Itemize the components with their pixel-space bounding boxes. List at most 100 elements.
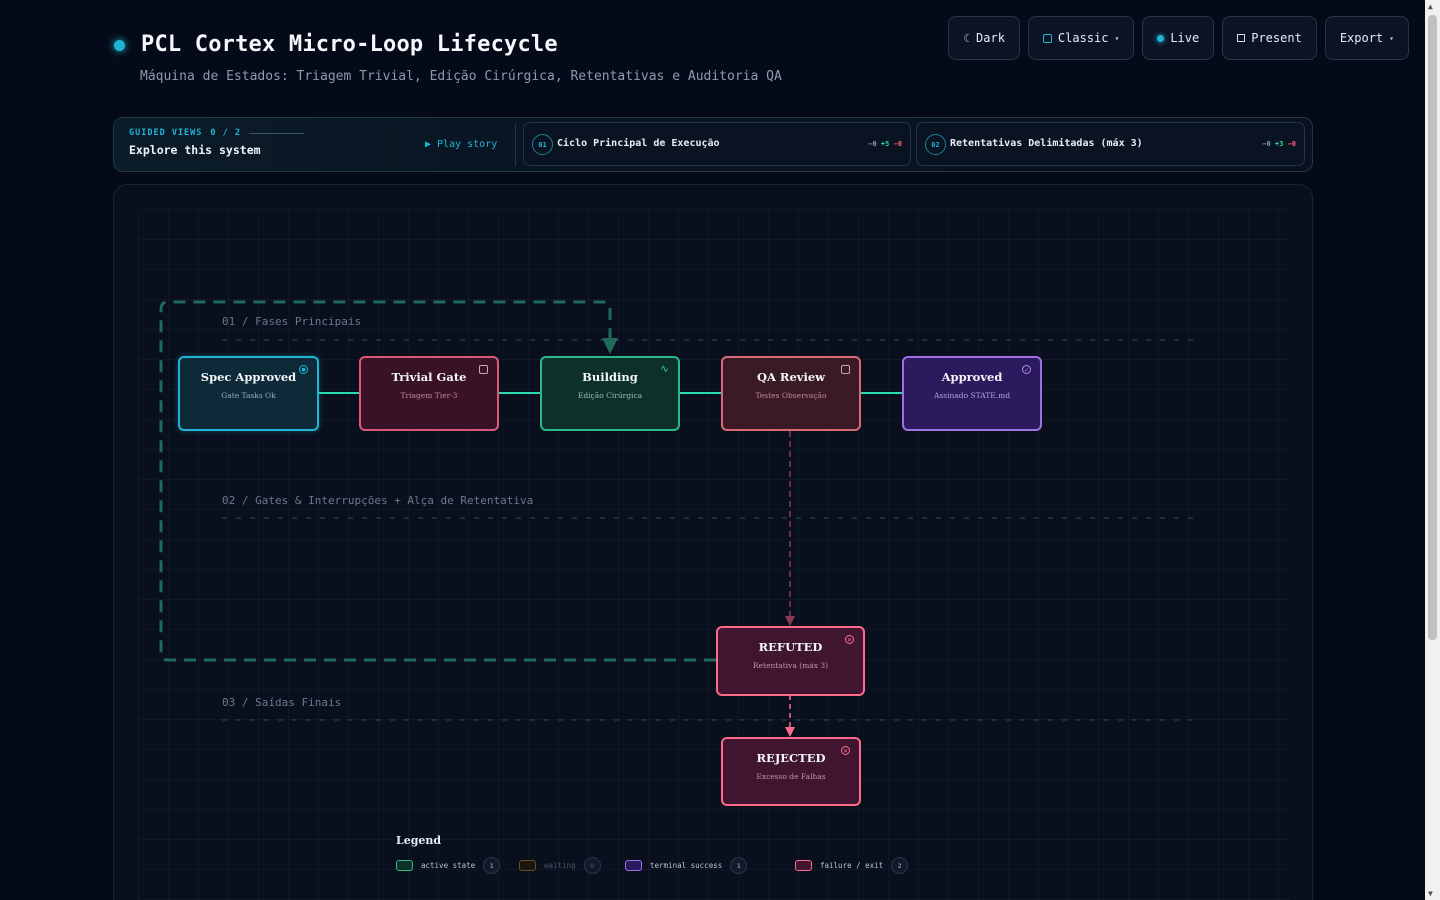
legend-label: failure / exit (820, 861, 884, 870)
export-button[interactable]: Export ▾ (1324, 16, 1409, 60)
node-title: REFUTED (758, 640, 823, 654)
legend-label: terminal success (650, 861, 723, 870)
retry-loop-edge (159, 300, 716, 662)
node-title: Trivial Gate (391, 370, 467, 384)
divider (515, 124, 516, 166)
guided-views-bar: GUIDED VIEWS 0 / 2 Explore this system ▶… (113, 117, 1313, 172)
page-title: PCL Cortex Micro-Loop Lifecycle (141, 32, 558, 57)
square-icon (841, 365, 850, 374)
story-title: Ciclo Principal de Execução (557, 138, 720, 149)
guided-intro: GUIDED VIEWS 0 / 2 Explore this system (129, 128, 519, 157)
header-status-dot (114, 40, 125, 51)
lane-label: 03 / Saídas Finais (222, 696, 342, 709)
legend-item-waiting[interactable]: waiting 0 (519, 857, 601, 874)
legend-swatch (625, 860, 642, 871)
story-number: 02 (925, 134, 946, 155)
guided-explore-label: Explore this system (129, 143, 261, 157)
legend-count: 1 (730, 857, 748, 874)
scroll-down-icon[interactable]: ▼ (1428, 889, 1433, 898)
node-building[interactable]: ∿ Building Edição Cirúrgica (540, 356, 680, 431)
node-subtitle: Retentativa (máx 3) (752, 661, 829, 670)
story-card-01[interactable]: 01 Ciclo Principal de Execução −0 +5 −0 (523, 122, 911, 166)
node-title: Approved (941, 370, 1003, 384)
delta-added: +5 (880, 140, 890, 148)
theme-select-button[interactable]: Classic ▾ (1027, 16, 1135, 60)
present-button[interactable]: Present (1222, 16, 1317, 60)
live-indicator-icon (1157, 34, 1165, 42)
present-icon (1237, 34, 1246, 42)
node-subtitle: Gate Tasks Ok (221, 391, 276, 400)
scrollbar[interactable]: ▲ ▼ (1425, 0, 1440, 900)
delta-removed: −0 (893, 140, 902, 148)
node-subtitle: Testes Observação (755, 391, 827, 400)
node-subtitle: Excesso de Falhas (756, 772, 826, 781)
delta-added: +3 (1274, 140, 1284, 148)
toolbar: ☾ Dark Classic ▾ Live Present Export ▾ (948, 16, 1409, 60)
x-circle-icon: ✕ (845, 635, 854, 644)
legend-count: 0 (583, 857, 601, 874)
dark-mode-label: Dark (976, 31, 1005, 45)
divider (249, 132, 305, 134)
live-button[interactable]: Live (1142, 16, 1215, 60)
node-subtitle: Edição Cirúrgica (577, 391, 643, 400)
node-rejected[interactable]: ✕ REJECTED Excesso de Falhas (721, 737, 861, 806)
scrollbar-thumb[interactable] (1428, 15, 1437, 640)
legend-item-failure[interactable]: failure / exit 2 (795, 857, 909, 874)
theme-select-label: Classic (1057, 31, 1109, 45)
dark-mode-button[interactable]: ☾ Dark (948, 16, 1020, 60)
node-trivial-gate[interactable]: Trivial Gate Triagem Tier-3 (359, 356, 499, 431)
legend-count: 1 (483, 857, 501, 874)
chevron-down-icon: ▾ (1389, 33, 1394, 43)
legend-swatch (519, 860, 536, 871)
legend-label: waiting (544, 861, 576, 870)
node-refuted[interactable]: ✕ REFUTED Retentativa (máx 3) (716, 626, 865, 696)
play-story-button[interactable]: ▶ Play story (425, 139, 498, 150)
delta-removed: −0 (1287, 140, 1296, 148)
present-label: Present (1251, 31, 1302, 45)
guided-kicker-label: GUIDED VIEWS (129, 128, 203, 138)
node-subtitle: Assinado STATE.md (933, 391, 1011, 400)
story-card-02[interactable]: 02 Retentativas Delimitadas (máx 3) −0 +… (916, 122, 1305, 166)
guided-kicker: GUIDED VIEWS 0 / 2 (129, 128, 519, 138)
delta-zero: −0 (1262, 140, 1271, 148)
legend-swatch (795, 860, 812, 871)
edge-qa-to-refuted-arrowhead (785, 616, 795, 626)
palette-icon (1042, 33, 1052, 43)
diagram-canvas[interactable] (113, 184, 1313, 900)
edge-refuted-to-rejected-arrowhead (785, 727, 795, 737)
moon-icon: ☾ (963, 31, 971, 45)
canvas-grid (138, 209, 1290, 900)
story-number: 01 (532, 134, 553, 155)
chevron-down-icon: ▾ (1114, 33, 1120, 43)
legend-title: Legend (396, 834, 442, 847)
node-approved[interactable]: ✓ Approved Assinado STATE.md (902, 356, 1042, 431)
lane-label: 02 / Gates & Interrupções + Alça de Rete… (222, 494, 534, 507)
legend-item-terminal-success[interactable]: terminal success 1 (625, 857, 748, 874)
x-circle-icon: ✕ (841, 746, 850, 755)
story-delta: −0 +3 −0 (1262, 140, 1296, 148)
story-delta: −0 +5 −0 (868, 140, 902, 148)
node-spec-approved[interactable]: ● Spec Approved Gate Tasks Ok (178, 356, 319, 431)
live-label: Live (1170, 31, 1200, 45)
guided-progress: 0 / 2 (210, 128, 242, 138)
node-title: Spec Approved (200, 370, 297, 384)
legend-item-active[interactable]: active state 1 (396, 857, 501, 874)
node-qa-review[interactable]: QA Review Testes Observação (721, 356, 861, 431)
legend-count: 2 (891, 857, 909, 874)
target-icon: ● (299, 365, 308, 374)
square-icon (479, 365, 488, 374)
lane-label: 01 / Fases Principais (222, 315, 362, 328)
delta-zero: −0 (868, 140, 877, 148)
check-circle-icon: ✓ (1022, 365, 1031, 374)
node-title: Building (582, 370, 638, 384)
export-label: Export (1339, 31, 1384, 45)
node-subtitle: Triagem Tier-3 (400, 391, 458, 400)
legend-swatch (396, 860, 413, 871)
legend-label: active state (421, 861, 476, 870)
page-subtitle: Máquina de Estados: Triagem Trivial, Edi… (140, 69, 782, 84)
scroll-up-icon[interactable]: ▲ (1428, 2, 1433, 11)
retry-loop-arrowhead (602, 338, 618, 354)
node-title: REJECTED (756, 751, 826, 765)
pulse-icon: ∿ (660, 364, 669, 375)
